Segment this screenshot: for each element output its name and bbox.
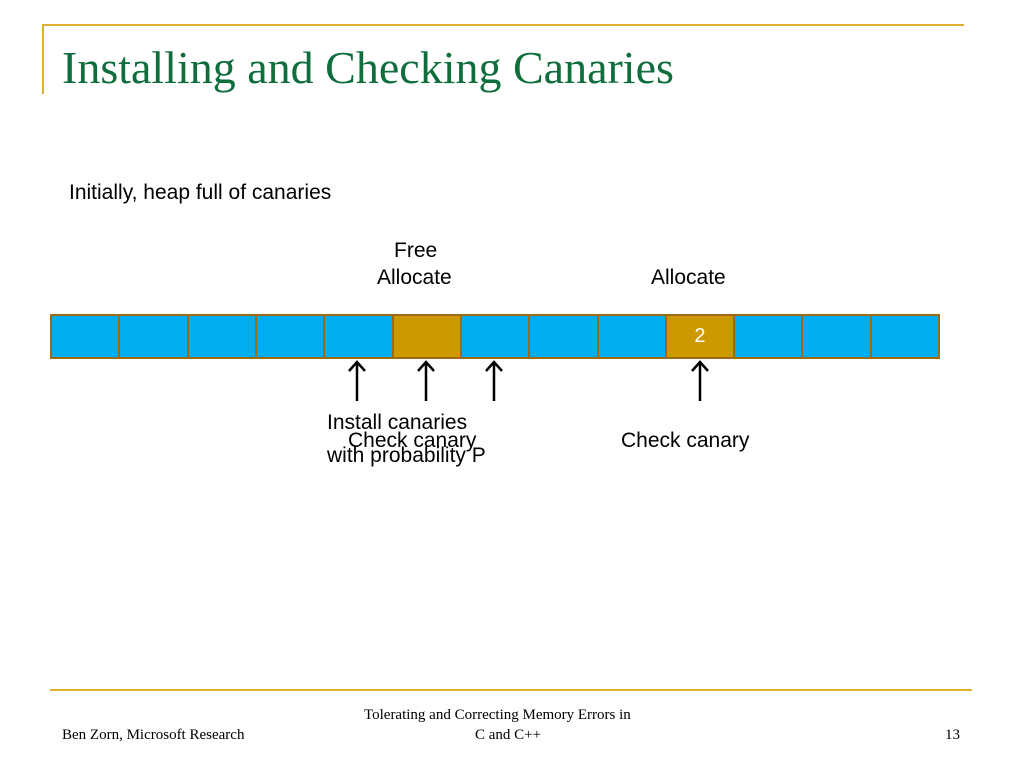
install-canaries-label: Install canaries	[327, 411, 468, 434]
up-arrow-icon	[485, 360, 503, 401]
heap-cell-canary	[120, 316, 189, 357]
left-accent-line	[42, 24, 44, 94]
up-arrow-icon	[691, 360, 709, 401]
check-canary-label-left: Check canary	[348, 429, 477, 452]
allocate-label-left: Allocate	[377, 266, 452, 289]
heap-bar: 2	[50, 314, 940, 359]
heap-cell-canary	[52, 316, 121, 357]
up-arrow-icon	[348, 360, 366, 401]
free-label: Free	[394, 239, 438, 262]
heap-cell-allocated	[393, 316, 462, 357]
heap-cell-canary	[256, 316, 326, 357]
slide-title: Installing and Checking Canaries	[62, 42, 674, 93]
install-probability-label: with probability P	[327, 444, 486, 467]
heap-cell-canary	[188, 316, 257, 357]
heap-cell-canary	[325, 316, 394, 357]
allocate-label-right: Allocate	[651, 266, 726, 289]
heap-cell-canary	[871, 316, 939, 357]
heap-cell-canary	[598, 316, 667, 357]
heap-cell-canary	[803, 316, 872, 357]
footer-divider	[50, 689, 972, 691]
heap-cell-canary	[530, 316, 599, 357]
up-arrow-icon	[417, 360, 435, 401]
heap-cell-canary	[735, 316, 804, 357]
check-canary-label-right: Check canary	[621, 429, 750, 452]
top-accent-line	[42, 24, 964, 26]
intro-text: Initially, heap full of canaries	[69, 181, 332, 204]
heap-cell-allocated: 2	[666, 316, 736, 357]
footer-talk-title-line2: C and C++	[475, 727, 542, 743]
page-number: 13	[945, 727, 960, 743]
footer-author: Ben Zorn, Microsoft Research	[62, 727, 245, 743]
footer-talk-title-line1: Tolerating and Correcting Memory Errors …	[364, 707, 631, 723]
heap-cell-canary	[461, 316, 531, 357]
